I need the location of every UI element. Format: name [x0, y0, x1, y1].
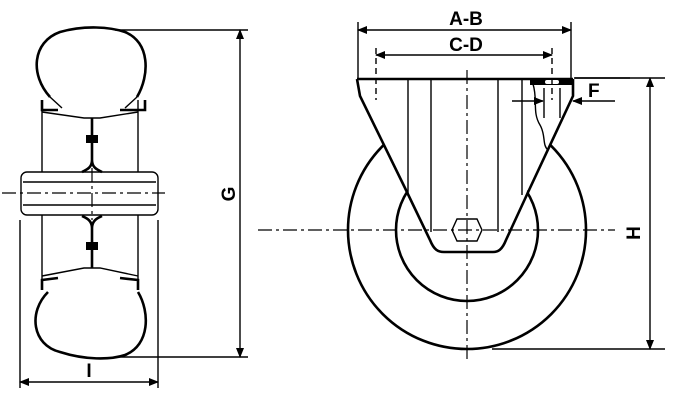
- label-ab: A-B: [449, 9, 483, 30]
- dimension-h: H: [492, 77, 665, 350]
- dimension-i: I: [19, 220, 159, 388]
- label-h: H: [624, 226, 645, 240]
- label-g: G: [219, 187, 240, 202]
- side-section-view: [2, 26, 165, 360]
- dimension-g: G: [115, 29, 248, 358]
- tyre-bottom: [34, 291, 148, 360]
- label-f: F: [588, 81, 600, 102]
- label-i: I: [86, 361, 91, 382]
- label-cd: C-D: [449, 35, 483, 56]
- dimension-cd: C-D: [375, 35, 553, 100]
- dimension-ab: A-B: [357, 9, 572, 78]
- tyre-top: [35, 26, 147, 98]
- front-view: [258, 70, 615, 362]
